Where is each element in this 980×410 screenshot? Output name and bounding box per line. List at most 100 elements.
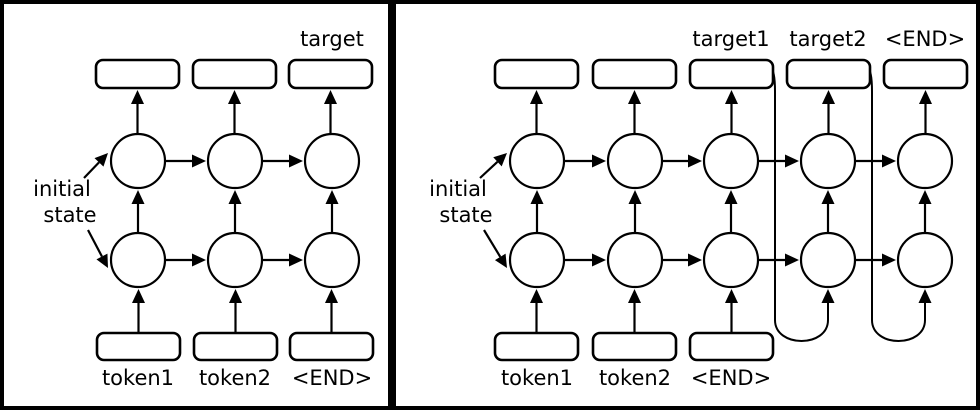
right-panel-initial-state-arrow-upper-shaft bbox=[479, 161, 499, 179]
right-panel-input-to-node-1 bbox=[530, 289, 543, 333]
left-panel-output-box-2[interactable] bbox=[191, 58, 278, 90]
right-panel-input-label-1: token1 bbox=[501, 366, 573, 390]
right-panel-output-box-1[interactable] bbox=[493, 58, 580, 90]
right-panel-node-to-output-1-head bbox=[530, 90, 543, 104]
right-panel-initial-state-arrow-upper-head bbox=[493, 153, 507, 167]
right-panel-node-r1-t3[interactable] bbox=[702, 132, 760, 190]
left-panel-recurrent-row2-2 bbox=[262, 253, 303, 267]
right-panel-node-r1-t2[interactable] bbox=[606, 132, 664, 190]
right-panel-node-r1-t4[interactable] bbox=[799, 132, 857, 190]
left-panel-lower-to-upper-3 bbox=[325, 190, 339, 233]
right-panel-node-to-output-3 bbox=[725, 90, 738, 134]
right-panel-output-box-5[interactable] bbox=[882, 58, 969, 90]
right-panel-node-r2-t4[interactable] bbox=[799, 231, 857, 289]
right-panel-node-r1-t5[interactable] bbox=[896, 132, 954, 190]
right-panel-recurrent-row2-2 bbox=[662, 253, 702, 267]
right-panel-recurrent-row2-1 bbox=[564, 253, 606, 267]
right-panel-recurrent-row2-1-head bbox=[592, 253, 606, 267]
right-panel-lower-to-upper-5 bbox=[918, 190, 932, 233]
right-panel-recurrent-row2-3 bbox=[758, 253, 799, 267]
left-panel-initial-state-arrow-upper-shaft bbox=[83, 161, 100, 179]
left-panel-recurrent-row1-1-head bbox=[192, 154, 206, 168]
left-panel-recurrent-row1-2 bbox=[262, 154, 303, 168]
right-panel-input-box-2[interactable] bbox=[591, 331, 678, 362]
left-panel-initial-state-label-line2: state bbox=[43, 203, 96, 227]
left-panel-node-r2-t1[interactable] bbox=[109, 231, 167, 289]
right-panel-node-to-output-1 bbox=[530, 90, 543, 134]
left-panel-node-to-output-3-head bbox=[324, 90, 337, 104]
right-panel-node-r2-t3[interactable] bbox=[702, 231, 760, 289]
right-panel-node-r2-t5[interactable] bbox=[896, 231, 954, 289]
left-panel-input-label-2: token2 bbox=[199, 366, 271, 390]
right-panel-recurrent-row1-3 bbox=[758, 154, 799, 168]
right-panel-feedback-path-1 bbox=[763, 59, 829, 342]
left-panel-input-to-node-3-head bbox=[325, 289, 338, 303]
right-panel-lower-to-upper-4 bbox=[821, 190, 835, 233]
left-panel-input-box-1[interactable] bbox=[95, 331, 182, 362]
left-panel-border bbox=[0, 0, 392, 410]
left-panel-node-r2-t2[interactable] bbox=[206, 231, 264, 289]
right-panel-output-box-3[interactable] bbox=[688, 58, 775, 90]
left-panel-node-to-output-3 bbox=[324, 90, 337, 134]
right-panel-initial-state-label-line2: state bbox=[439, 203, 492, 227]
left-panel-node-r2-t3[interactable] bbox=[303, 231, 361, 289]
right-panel-initial-state-label-line1: initial bbox=[429, 177, 487, 201]
left-panel-input-box-3[interactable] bbox=[288, 331, 375, 362]
right-panel-output-label-3: target1 bbox=[692, 27, 769, 51]
left-panel-node-to-output-2 bbox=[228, 90, 241, 134]
right-panel-input-label-2: token2 bbox=[599, 366, 671, 390]
right-panel-recurrent-row1-3-head bbox=[785, 154, 799, 168]
right-panel-node-r2-t1[interactable] bbox=[508, 231, 566, 289]
left-panel-lower-to-upper-2 bbox=[228, 190, 242, 233]
right-panel-border bbox=[392, 0, 980, 410]
right-panel-initial-state-arrow-upper bbox=[479, 153, 507, 179]
right-panel-initial-state-arrow-lower-head bbox=[494, 253, 507, 268]
left-panel-output-box-3[interactable] bbox=[287, 58, 374, 90]
right-panel-node-to-output-5 bbox=[919, 90, 932, 134]
right-panel-output-box-4[interactable] bbox=[785, 58, 872, 90]
left-panel-initial-state-arrow-lower-head bbox=[96, 253, 108, 268]
left-panel-node-to-output-2-head bbox=[228, 90, 241, 104]
left-panel-input-box-2[interactable] bbox=[192, 331, 279, 362]
left-panel-node-r1-t1[interactable] bbox=[109, 132, 167, 190]
left-panel-input-to-node-1-head bbox=[132, 289, 145, 303]
right-panel-node-r1-t1[interactable] bbox=[508, 132, 566, 190]
left-panel-input-to-node-1 bbox=[132, 289, 145, 333]
right-panel-input-to-node-3-head bbox=[725, 289, 738, 303]
left-panel-input-to-node-2-head bbox=[229, 289, 242, 303]
right-panel-node-to-output-5-head bbox=[919, 90, 932, 104]
right-panel-output-box-2[interactable] bbox=[591, 58, 678, 90]
left-panel-output-label-3: target bbox=[300, 27, 364, 51]
right-panel-lower-to-upper-3-head bbox=[724, 190, 738, 204]
left-panel-node-r1-t3[interactable] bbox=[303, 132, 361, 190]
left-panel-initial-state-arrow-lower bbox=[87, 229, 108, 268]
right-panel-input-box-1[interactable] bbox=[493, 331, 580, 362]
right-panel-output-label-4: target2 bbox=[789, 27, 866, 51]
right-panel-feedback-path-2 bbox=[860, 59, 926, 342]
left-panel-input-label-1: token1 bbox=[102, 366, 174, 390]
left-panel-node-to-output-1 bbox=[131, 90, 144, 134]
left-panel-output-box-1[interactable] bbox=[94, 58, 181, 90]
right-panel-recurrent-row1-4 bbox=[855, 154, 896, 168]
left-panel-node-r1-t2[interactable] bbox=[206, 132, 264, 190]
left-panel-lower-to-upper-3-head bbox=[325, 190, 339, 204]
right-panel-lower-to-upper-4-head bbox=[821, 190, 835, 204]
right-panel-initial-state-arrow-lower-shaft bbox=[483, 229, 502, 258]
left-panel-node-to-output-1-head bbox=[131, 90, 144, 104]
right-panel-input-to-node-2 bbox=[628, 289, 641, 333]
right-panel-recurrent-row2-2-head bbox=[688, 253, 702, 267]
right-panel-node-r2-t2[interactable] bbox=[606, 231, 664, 289]
right-panel-node-to-output-2 bbox=[628, 90, 641, 134]
right-panel-lower-to-upper-1-head bbox=[530, 190, 544, 204]
right-panel-node-to-output-4 bbox=[822, 90, 835, 134]
right-panel-recurrent-row1-4-head bbox=[882, 154, 896, 168]
right-panel-input-box-3[interactable] bbox=[688, 331, 775, 362]
right-panel-recurrent-row2-4-head bbox=[882, 253, 896, 267]
right-panel-lower-to-upper-5-head bbox=[918, 190, 932, 204]
left-panel-initial-state-arrow-upper-head bbox=[94, 153, 108, 167]
right-panel-output-label-5: <END> bbox=[885, 27, 965, 51]
left-panel-recurrent-row2-2-head bbox=[289, 253, 303, 267]
